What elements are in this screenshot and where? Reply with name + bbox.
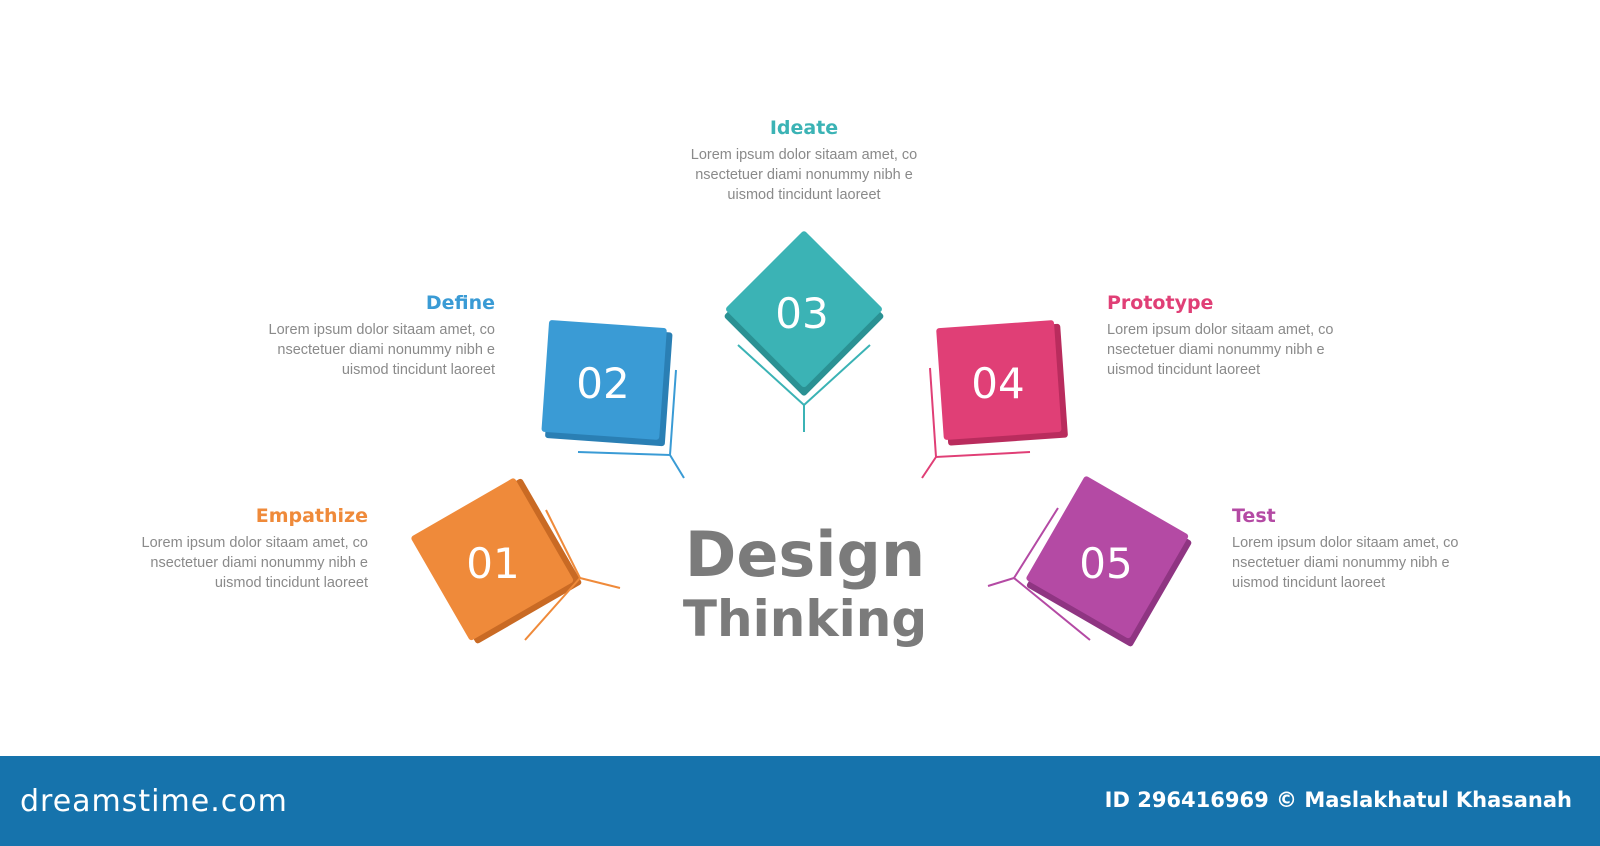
step-01-number: 01: [466, 539, 519, 588]
step-05-text: Test Lorem ipsum dolor sitaam amet, co n…: [1232, 505, 1492, 593]
step-05-title: Test: [1232, 505, 1276, 527]
footer-bar: dreamstime.com ID 296416969 © Maslakhatu…: [0, 756, 1600, 846]
step-02-text: Define Lorem ipsum dolor sitaam amet, co…: [235, 292, 495, 380]
step-04-number: 04: [971, 359, 1024, 408]
step-03-shape: 03: [724, 231, 884, 432]
step-05-number: 05: [1079, 539, 1132, 588]
step-03-title: Ideate: [769, 117, 839, 139]
diagram-title: Design Thinking: [640, 518, 970, 649]
step-05-shape: 05: [987, 476, 1192, 647]
step-01-text: Empathize Lorem ipsum dolor sitaam amet,…: [108, 505, 368, 593]
diagram-canvas: 01 02 03 04: [411, 231, 1192, 647]
step-04-shape: 04: [921, 320, 1068, 479]
step-02-shape: 02: [541, 320, 685, 479]
step-01-shape: 01: [411, 478, 621, 644]
step-04-title: Prototype: [1107, 292, 1214, 314]
site-logo[interactable]: dreamstime.com: [20, 784, 288, 819]
step-02-description: Lorem ipsum dolor sitaam amet, co nsecte…: [268, 322, 495, 378]
step-05-description: Lorem ipsum dolor sitaam amet, co nsecte…: [1232, 535, 1459, 591]
diagram-title-line2: Thinking: [682, 590, 928, 648]
step-01-description: Lorem ipsum dolor sitaam amet, co nsecte…: [141, 535, 368, 591]
step-03-number: 03: [775, 289, 828, 338]
step-03-description: Lorem ipsum dolor sitaam amet, co nsecte…: [690, 147, 918, 203]
step-04-description: Lorem ipsum dolor sitaam amet, co nsecte…: [1107, 322, 1334, 378]
step-01-title: Empathize: [255, 505, 368, 527]
step-02-title: Define: [425, 292, 495, 314]
step-02-number: 02: [576, 359, 629, 408]
step-04-text: Prototype Lorem ipsum dolor sitaam amet,…: [1107, 292, 1367, 380]
step-03-text: Ideate Lorem ipsum dolor sitaam amet, co…: [674, 117, 934, 205]
diagram-title-line1: Design: [684, 518, 926, 591]
image-credit: ID 296416969 © Maslakhatul Khasanah: [1104, 788, 1572, 812]
